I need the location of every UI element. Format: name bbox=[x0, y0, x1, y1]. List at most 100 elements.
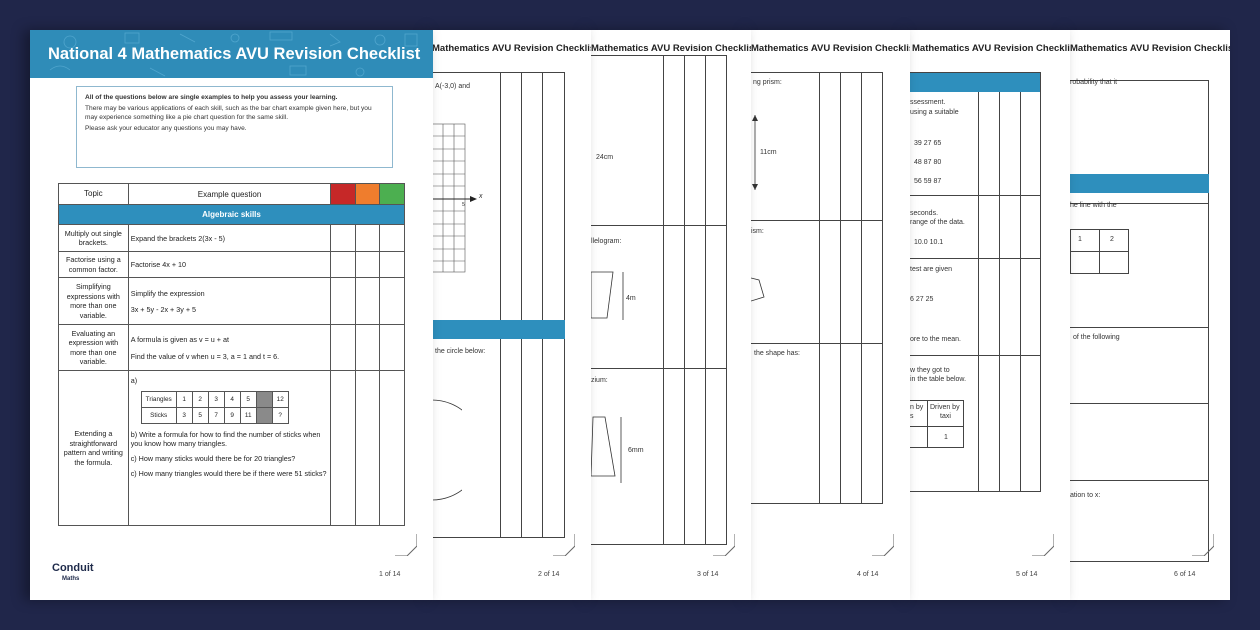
sequence-label: Sticks bbox=[140, 407, 177, 424]
text-fragment: ation to x: bbox=[1070, 492, 1101, 499]
rag-checkbox[interactable] bbox=[330, 251, 356, 278]
conduit-logo-sub: Maths bbox=[62, 576, 80, 582]
text-fragment: zium: bbox=[591, 377, 608, 384]
question-cell: Factorise 4x + 10 bbox=[127, 251, 332, 278]
rag-checkbox[interactable] bbox=[330, 224, 356, 252]
divider bbox=[978, 92, 979, 492]
column-header-question: Example question bbox=[127, 183, 332, 205]
question-cell: a) Triangles 1 2 3 4 5 12 Sticks 3 bbox=[127, 370, 332, 526]
rag-checkbox[interactable] bbox=[330, 370, 356, 526]
page-corner-icon bbox=[713, 534, 735, 556]
divider bbox=[705, 55, 706, 545]
text-fragment: robability that it bbox=[1070, 79, 1118, 86]
table-row: Evaluating an expression with more than … bbox=[58, 324, 405, 371]
divider bbox=[663, 55, 664, 545]
rag-checkbox[interactable] bbox=[354, 251, 381, 278]
rag-amber[interactable] bbox=[354, 183, 381, 205]
data-values: 39 27 65 bbox=[914, 140, 942, 147]
rag-checkbox[interactable] bbox=[330, 324, 356, 371]
data-values: 48 87 80 bbox=[914, 159, 942, 166]
divider bbox=[910, 426, 964, 427]
divider bbox=[500, 72, 501, 538]
divider bbox=[910, 258, 1040, 259]
table-header-row: Topic Example question bbox=[58, 183, 405, 205]
table-cell: 1 bbox=[944, 434, 948, 441]
question-text: Find the value of v when u = 3, a = 1 an… bbox=[130, 351, 280, 361]
section-title: Algebraic skills bbox=[58, 204, 405, 225]
sequence-row-triangles: Triangles 1 2 3 4 5 12 bbox=[140, 391, 289, 408]
rag-checkbox[interactable] bbox=[354, 277, 381, 325]
rag-checkbox[interactable] bbox=[354, 324, 381, 371]
rag-checkbox[interactable] bbox=[354, 224, 381, 252]
content-frame bbox=[432, 72, 565, 538]
dimension-label: 4m bbox=[626, 295, 636, 302]
page-1: National 4 Mathematics AVU Revision Chec… bbox=[30, 30, 433, 600]
page-2: Mathematics AVU Revision Checklist A(-3,… bbox=[432, 30, 591, 600]
mini-table bbox=[910, 400, 964, 448]
page-number: 3 of 14 bbox=[697, 571, 719, 578]
topic-cell: Extending a straightforward pattern and … bbox=[58, 370, 129, 526]
conduit-logo: Conduit bbox=[52, 562, 94, 574]
section-row: Algebraic skills bbox=[58, 204, 405, 225]
rag-checkbox[interactable] bbox=[379, 370, 405, 526]
rag-checkbox[interactable] bbox=[330, 277, 356, 325]
data-values: 6 27 25 bbox=[910, 296, 934, 303]
divider bbox=[1070, 403, 1209, 404]
table-cell: 2 bbox=[1110, 236, 1114, 243]
question-text: 3x + 5y - 2x + 3y + 5 bbox=[130, 304, 197, 314]
topic-cell: Multiply out single brackets. bbox=[58, 224, 129, 252]
rag-checkbox[interactable] bbox=[379, 224, 405, 252]
page-number: 1 of 14 bbox=[379, 571, 401, 578]
data-values: 56 59 87 bbox=[914, 178, 942, 185]
text-fragment: ore to the mean. bbox=[910, 336, 961, 343]
table-cell: 1 bbox=[1078, 236, 1082, 243]
page-4: Mathematics AVU Revision Checklist ng pr… bbox=[751, 30, 910, 600]
text-fragment: llelogram: bbox=[591, 238, 622, 245]
question-text: c) How many triangles would there be if … bbox=[130, 469, 327, 478]
page-title: Mathematics AVU Revision Checklist bbox=[591, 43, 751, 54]
sequence-cell: 11 bbox=[239, 407, 257, 424]
section-bar bbox=[432, 320, 565, 339]
rag-checkbox[interactable] bbox=[354, 370, 381, 526]
column-header-topic: Topic bbox=[58, 183, 129, 205]
rag-red[interactable] bbox=[330, 183, 356, 205]
text-fragment: of the following bbox=[1073, 334, 1120, 341]
checklist-table: Topic Example question Algebraic skills … bbox=[58, 183, 405, 526]
info-box: All of the questions below are single ex… bbox=[76, 86, 393, 168]
document-title: National 4 Mathematics AVU Revision Chec… bbox=[48, 45, 421, 63]
sequence-cell: 12 bbox=[271, 391, 289, 408]
text-fragment: ism: bbox=[751, 228, 764, 235]
rag-checkbox[interactable] bbox=[379, 324, 405, 371]
content-frame bbox=[1070, 80, 1209, 562]
text-fragment: range of the data. bbox=[910, 219, 965, 226]
question-cell: Expand the brackets 2(3x - 5) bbox=[127, 224, 332, 252]
divider bbox=[910, 355, 1040, 356]
sequence-cell: 4 bbox=[223, 391, 241, 408]
rag-checkbox[interactable] bbox=[379, 277, 405, 325]
sequence-gap-cell bbox=[255, 407, 273, 424]
question-text: b) Write a formula for how to find the n… bbox=[130, 430, 321, 448]
prism-sketch bbox=[751, 277, 765, 302]
page-corner-icon bbox=[1192, 534, 1214, 556]
axis-label: x bbox=[479, 193, 483, 200]
data-values: 10.0 10.1 bbox=[914, 239, 944, 246]
divider bbox=[999, 92, 1000, 492]
sequence-cell: 1 bbox=[175, 391, 193, 408]
divider bbox=[591, 368, 727, 369]
divider bbox=[1070, 327, 1209, 328]
info-heading: All of the questions below are single ex… bbox=[85, 94, 338, 101]
rag-checkbox[interactable] bbox=[379, 251, 405, 278]
dimension-label: 6mm bbox=[628, 447, 644, 454]
table-row: Factorise using a common factor. Factori… bbox=[58, 251, 405, 278]
title-banner: National 4 Mathematics AVU Revision Chec… bbox=[30, 30, 433, 78]
question-text: A formula is given as v = u + at bbox=[130, 334, 229, 344]
rag-green[interactable] bbox=[379, 183, 405, 205]
axis-tick: 5 bbox=[462, 202, 465, 208]
sequence-cell: 5 bbox=[239, 391, 257, 408]
section-bar bbox=[1070, 174, 1209, 193]
sequence-cell: 5 bbox=[191, 407, 209, 424]
divider bbox=[591, 225, 727, 226]
divider bbox=[542, 72, 543, 538]
content-frame bbox=[591, 55, 727, 545]
page-number: 4 of 14 bbox=[857, 571, 879, 578]
